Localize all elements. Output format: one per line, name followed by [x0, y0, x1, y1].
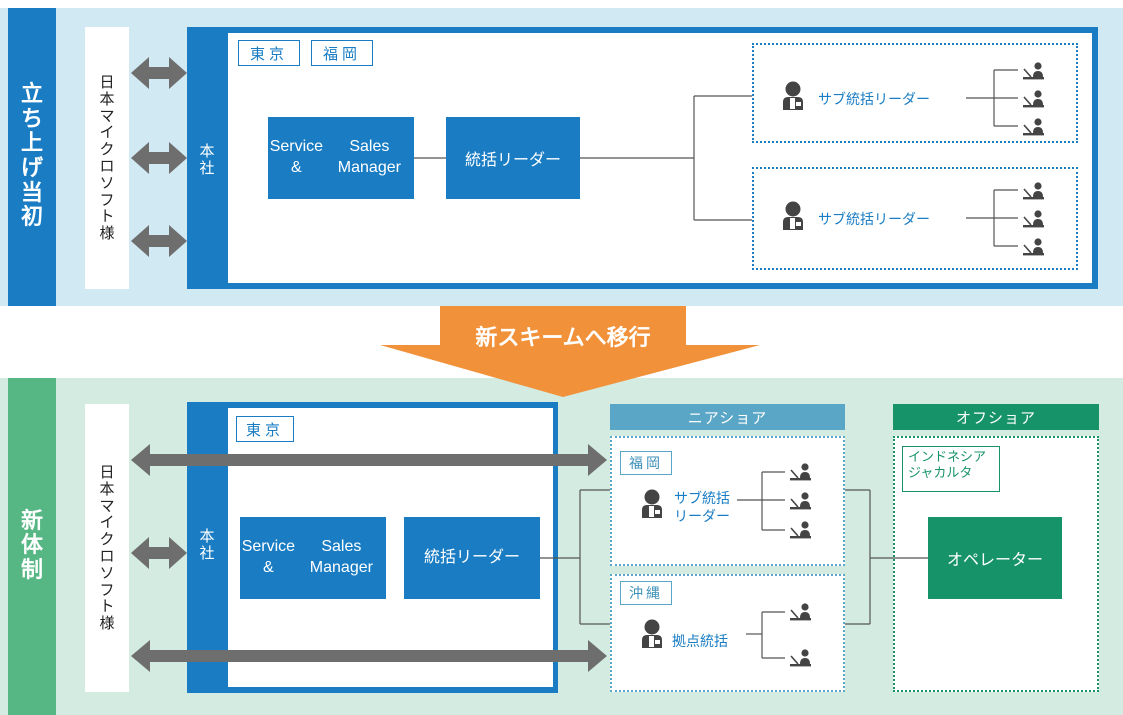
- vertical-char: 新: [20, 508, 43, 534]
- vertical-char: 社: [199, 544, 215, 562]
- vertical-char: 様: [99, 224, 115, 243]
- nearshore-okinawa-tag: 沖縄: [620, 581, 672, 605]
- top-hq-label: 本社: [187, 120, 227, 200]
- vertical-char: ロ: [99, 157, 115, 175]
- vertical-char: ク: [99, 530, 115, 549]
- vertical-char: 本: [199, 142, 215, 161]
- bottom-client-label: 日本マイクロソフト様: [85, 404, 129, 692]
- vertical-char: 当: [20, 180, 43, 206]
- vertical-char: 本: [99, 479, 115, 498]
- top-subleader-label-1: サブ統括リーダー: [818, 92, 930, 108]
- top-leader-box: 統括リーダー: [446, 117, 580, 199]
- vertical-char: 制: [20, 557, 43, 583]
- nearshore-fukuoka-tag: 福岡: [620, 451, 672, 475]
- top-client-label: 日本マイクロソフト様: [85, 27, 129, 289]
- vertical-char: 社: [199, 159, 215, 177]
- vertical-char: ト: [99, 207, 115, 226]
- top-section-title: 立ち上げ当初: [8, 8, 56, 306]
- nearshore-fukuoka-role: サブ統括リーダー: [674, 491, 730, 525]
- vertical-char: マ: [99, 106, 115, 125]
- bottom-manager-box: Service &Sales Manager: [240, 517, 386, 599]
- vertical-char: ロ: [99, 547, 115, 565]
- vertical-char: 上: [20, 131, 43, 157]
- nearshore-header: ニアショア: [610, 404, 845, 430]
- vertical-char: ク: [99, 140, 115, 159]
- top-subleader-group-1: [752, 43, 1078, 143]
- bottom-leader-box: 統括リーダー: [404, 517, 540, 599]
- vertical-char: フ: [99, 580, 115, 599]
- transition-label: 新スキームへ移行: [475, 326, 651, 351]
- vertical-char: 日: [99, 73, 115, 92]
- vertical-char: フ: [99, 190, 115, 209]
- vertical-char: ち: [20, 106, 43, 132]
- top-location-tokyo: 東京: [238, 40, 300, 66]
- vertical-char: マ: [99, 496, 115, 515]
- vertical-char: 本: [99, 89, 115, 108]
- vertical-char: ト: [99, 597, 115, 616]
- vertical-char: 立: [20, 82, 43, 108]
- vertical-char: 日: [99, 463, 115, 482]
- bottom-section-title: 新体制: [8, 378, 56, 715]
- vertical-char: げ: [20, 156, 43, 181]
- vertical-char: ソ: [99, 563, 115, 582]
- vertical-char: 本: [199, 527, 215, 546]
- bottom-location-tokyo: 東京: [236, 416, 294, 442]
- offshore-operator-box: オペレーター: [928, 517, 1062, 599]
- offshore-header: オフショア: [893, 404, 1099, 430]
- top-subleader-label-2: サブ統括リーダー: [818, 212, 930, 228]
- top-subleader-group-2: [752, 167, 1078, 270]
- offshore-location-tag: インドネシア ジャカルタ: [902, 446, 1000, 492]
- vertical-char: ソ: [99, 173, 115, 192]
- vertical-char: 様: [99, 614, 115, 633]
- vertical-char: イ: [99, 513, 115, 532]
- bottom-hq-label: 本社: [187, 505, 227, 585]
- nearshore-okinawa-role: 拠点統括: [672, 634, 728, 650]
- top-location-fukuoka: 福岡: [311, 40, 373, 66]
- top-manager-box: Service &Sales Manager: [268, 117, 414, 199]
- vertical-char: 初: [20, 205, 43, 231]
- vertical-char: 体: [20, 533, 43, 559]
- vertical-char: イ: [99, 123, 115, 142]
